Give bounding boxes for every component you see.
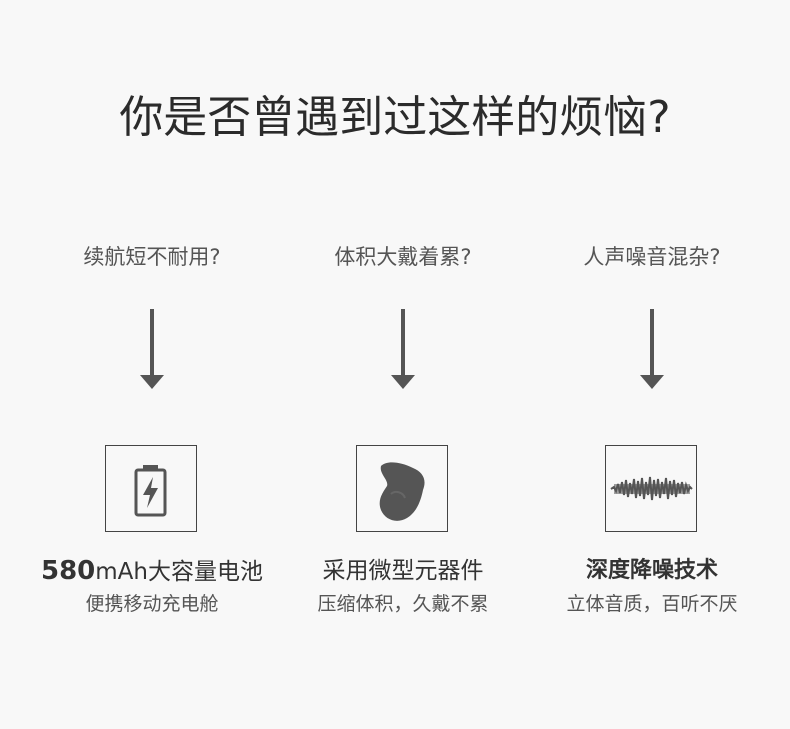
feature-column-size: 体积大戴着累? 采用微型元器件 压缩体积，久戴不累 bbox=[278, 0, 528, 729]
battery-icon bbox=[134, 465, 167, 517]
down-arrow-icon bbox=[391, 309, 415, 389]
sound-wave-icon bbox=[610, 476, 693, 501]
battery-capacity-text: mAh大容量电池 bbox=[95, 559, 263, 585]
battery-capacity-number: 580 bbox=[41, 556, 96, 586]
down-arrow-icon bbox=[140, 309, 164, 389]
earbud-icon-box bbox=[356, 445, 448, 532]
pain-point-question: 体积大戴着累? bbox=[334, 245, 472, 269]
sound-wave-icon-box bbox=[605, 445, 697, 532]
feature-subtitle-noise: 立体音质，百听不厌 bbox=[566, 593, 738, 615]
pain-point-question: 续航短不耐用? bbox=[83, 245, 221, 269]
down-arrow-icon bbox=[640, 309, 664, 389]
feature-column-noise: 人声噪音混杂? 深度降噪技术 立体音质，百听不厌 bbox=[527, 0, 777, 729]
feature-title-size: 采用微型元器件 bbox=[322, 558, 484, 584]
feature-title-noise: 深度降噪技术 bbox=[585, 558, 718, 583]
feature-column-battery: 续航短不耐用? 580mAh大容量电池 便携移动充电舱 bbox=[27, 0, 277, 729]
feature-subtitle-battery: 便携移动充电舱 bbox=[85, 593, 219, 615]
earbud-icon bbox=[379, 462, 425, 521]
pain-point-question: 人声噪音混杂? bbox=[583, 245, 721, 269]
feature-title-battery: 580mAh大容量电池 bbox=[17, 554, 287, 589]
battery-icon-box bbox=[105, 445, 197, 532]
feature-subtitle-size: 压缩体积，久戴不累 bbox=[317, 593, 489, 615]
page-headline: 你是否曾遇到过这样的烦恼? bbox=[119, 92, 671, 143]
